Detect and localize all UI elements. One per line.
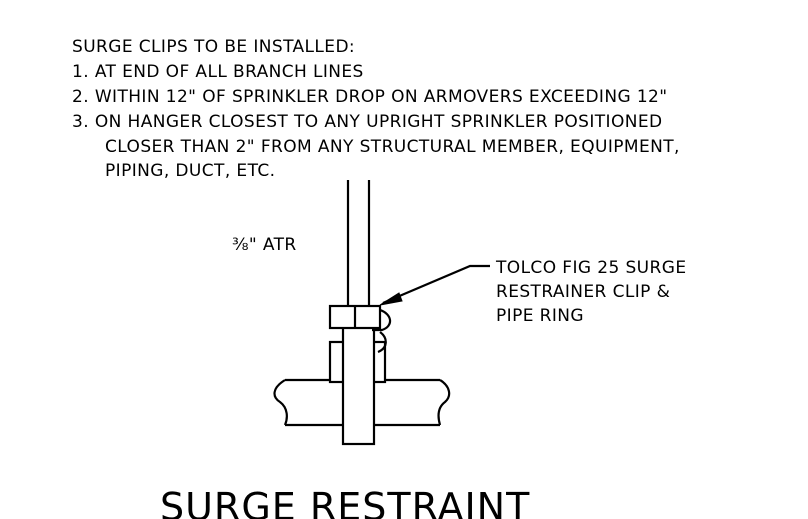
note-item-2: 2. WITHIN 12" OF SPRINKLER DROP ON ARMOV… xyxy=(72,87,668,107)
leader-arrow xyxy=(379,264,490,306)
rod-label: ⅜" ATR xyxy=(232,235,297,255)
notes-heading: SURGE CLIPS TO BE INSTALLED: xyxy=(72,37,355,57)
clip-label-line-3: PIPE RING xyxy=(496,306,584,326)
note-item-3-line-3: PIPING, DUCT, ETC. xyxy=(105,161,275,181)
clip-label-line-1: TOLCO FIG 25 SURGE xyxy=(495,258,686,278)
note-item-1: 1. AT END OF ALL BRANCH LINES xyxy=(72,62,364,82)
hex-nut xyxy=(328,304,382,330)
note-item-3-line-2: CLOSER THAN 2" FROM ANY STRUCTURAL MEMBE… xyxy=(105,137,680,157)
surge-clip-curl xyxy=(372,308,392,354)
diagram-title: SURGE RESTRAINT xyxy=(160,485,530,519)
arrowhead-icon xyxy=(379,292,403,306)
note-item-3-line-1: 3. ON HANGER CLOSEST TO ANY UPRIGHT SPRI… xyxy=(72,112,663,132)
threaded-rod xyxy=(346,180,371,308)
leader-line xyxy=(382,264,490,305)
clip-label-line-2: RESTRAINER CLIP & xyxy=(496,282,670,302)
pipe-ring xyxy=(341,324,376,446)
